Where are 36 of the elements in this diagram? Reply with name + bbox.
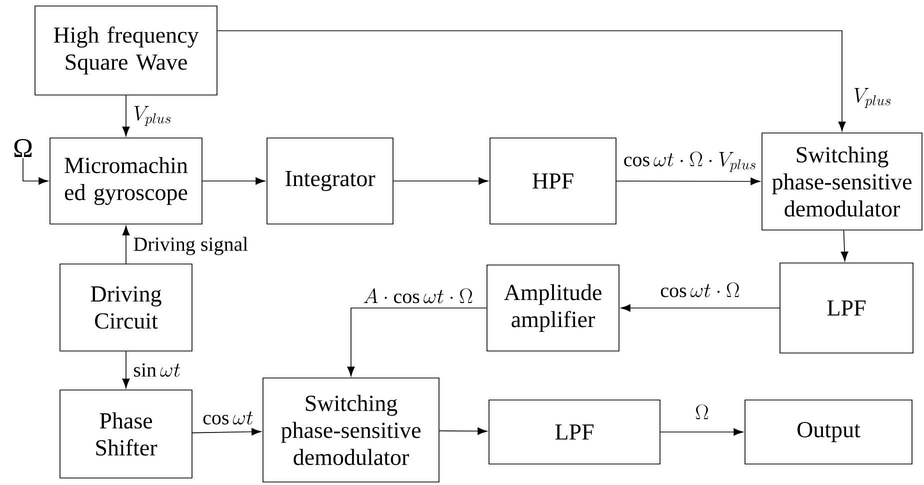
edge-label: $\cos\omega t\cdot\Omega$ [659, 282, 741, 298]
arrow [393, 177, 488, 185]
process-box: Switching phase-sensitive demodulator [762, 132, 922, 230]
process-box: Amplitude amplifier [486, 264, 620, 352]
edge-label: $V_{plus}$ [132, 104, 173, 128]
process-box: Output [744, 400, 912, 464]
process-box: HPF [490, 138, 616, 224]
arrow [22, 158, 48, 185]
process-box: LPF [780, 262, 914, 354]
edge-label: $\Omega$ [694, 404, 710, 420]
arrow [122, 226, 130, 264]
process-box: High frequency Square Wave [34, 6, 218, 96]
arrow [192, 428, 262, 436]
edge-label: $\cos\omega t$ [202, 410, 254, 426]
edge-label: Driving signal [132, 236, 250, 256]
edge-label: $\sin\omega t$ [132, 362, 182, 378]
process-box: Switching phase-sensitive demodulator [262, 378, 440, 482]
arrow [122, 351, 130, 388]
input-symbol: Ω [14, 139, 32, 157]
arrow [122, 95, 130, 136]
process-box: Integrator [266, 138, 394, 224]
arrow [660, 428, 744, 436]
arrow [840, 230, 848, 262]
arrow [616, 178, 760, 186]
arrow [347, 308, 487, 376]
process-box: Driving Circuit [60, 264, 192, 352]
arrow [620, 304, 780, 312]
edge-label: $A\cdot\cos\omega t\cdot\Omega$ [362, 288, 474, 304]
arrow [202, 177, 266, 185]
process-box: LPF [488, 400, 660, 464]
edge-label: $\cos\omega t\cdot\Omega\cdot V_{plus}$ [622, 150, 758, 174]
arrow [439, 427, 488, 435]
process-box: Phase Shifter [60, 390, 192, 478]
arrow [217, 30, 846, 132]
process-box: Micromachin ed gyroscope [50, 138, 202, 224]
edge-label: $V_{plus}$ [852, 86, 893, 110]
